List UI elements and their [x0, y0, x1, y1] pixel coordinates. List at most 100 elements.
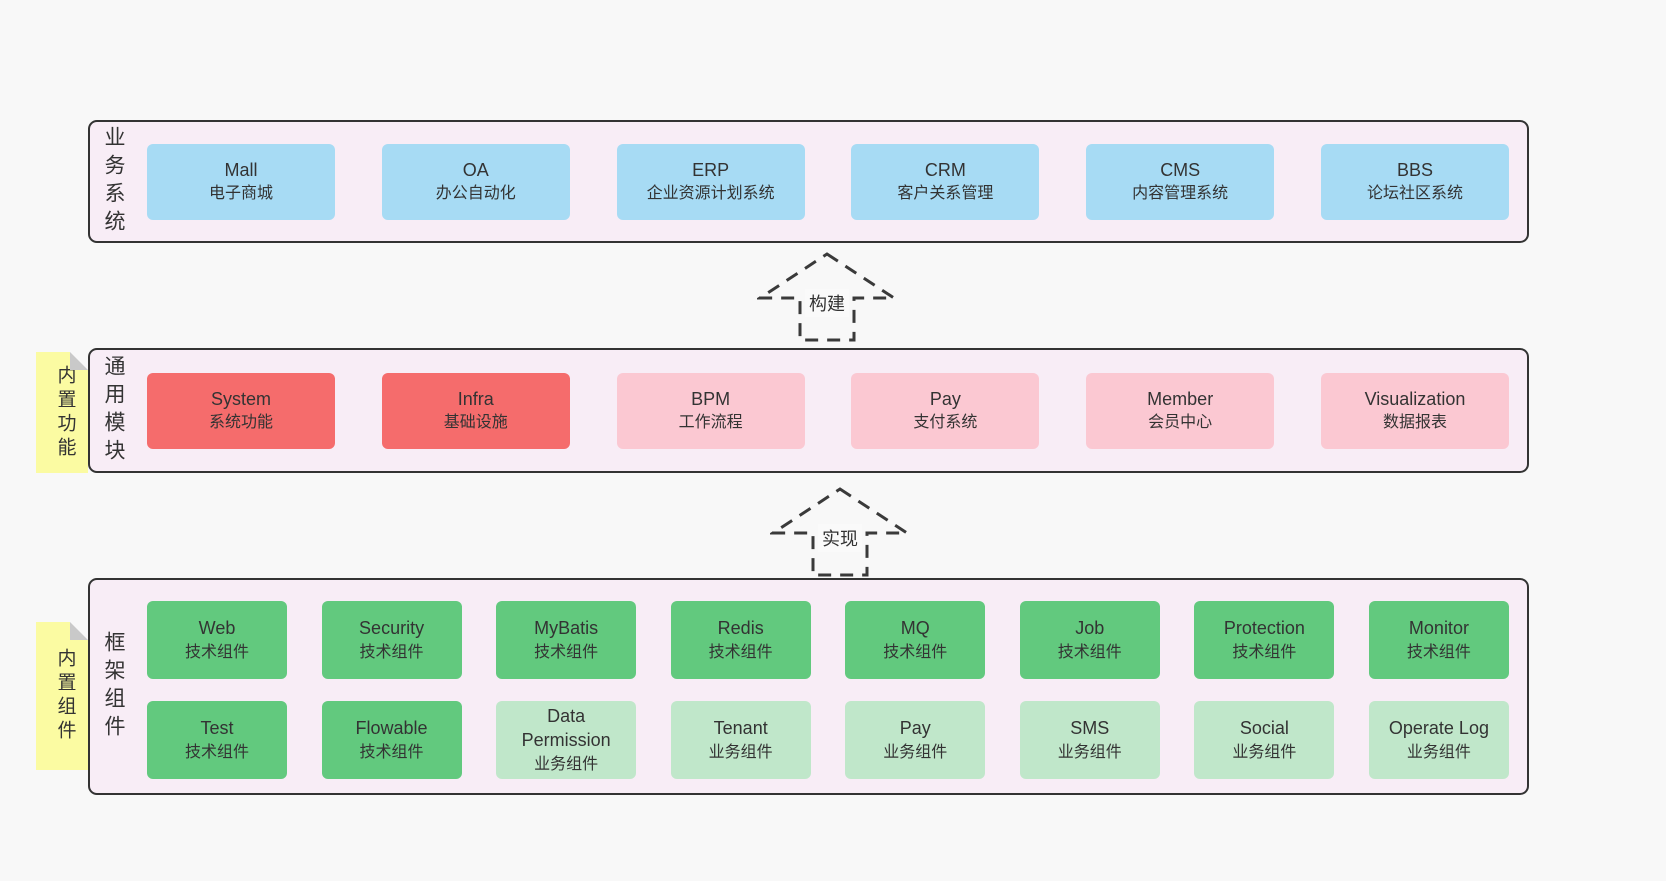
box-name: Mall	[224, 159, 258, 180]
box-web: Web 技术组件	[147, 601, 287, 679]
box-name: Job	[1075, 618, 1105, 639]
up-arrow-build: 构建	[757, 251, 897, 343]
box-desc: 技术组件	[184, 743, 249, 761]
box-name: Security	[359, 618, 425, 639]
box-bpm: BPM 工作流程	[616, 372, 805, 449]
box-name: MQ	[900, 618, 930, 639]
business-box-row: Mall 电子商城 OA 办公自动化 ERP 企业资源计划系统 CRM 客户关系…	[147, 122, 1509, 241]
box-system: System 系统功能	[147, 372, 335, 449]
layer-label: 框架组件	[102, 630, 125, 743]
box-mall: Mall 电子商城	[147, 143, 335, 220]
box-name: Redis	[717, 618, 764, 639]
box-desc: 技术组件	[359, 743, 424, 761]
box-desc: 业务组件	[708, 743, 773, 761]
box-desc: 系统功能	[208, 414, 273, 432]
framework-row-2: Test 技术组件 Flowable 技术组件 Data Permission …	[147, 701, 1509, 779]
box-pay-module: Pay 支付系统	[851, 372, 1040, 449]
box-name: Flowable	[355, 718, 428, 739]
layer-business-systems: 业务系统 Mall 电子商城 OA 办公自动化 ERP 企业资源计划系统 CRM…	[88, 120, 1529, 243]
box-name: Web	[198, 618, 236, 639]
box-desc: 内容管理系统	[1132, 185, 1229, 203]
box-bbs: BBS 论坛社区系统	[1320, 143, 1509, 220]
box-redis: Redis 技术组件	[670, 601, 811, 679]
box-desc: 业务组件	[1406, 743, 1471, 761]
sticky-tab-builtin-components: 内置组件	[36, 622, 88, 770]
arrow-label-implement: 实现	[818, 524, 862, 553]
box-monitor: Monitor 技术组件	[1368, 601, 1509, 679]
box-desc: 业务组件	[534, 755, 599, 773]
box-desc: 工作流程	[678, 414, 743, 432]
box-desc: 技术组件	[1406, 643, 1471, 661]
box-desc: 技术组件	[359, 643, 424, 661]
box-desc: 业务组件	[883, 743, 948, 761]
sticky-tab-label: 内置功能	[54, 364, 76, 461]
box-name: CRM	[924, 159, 966, 180]
box-operate-log: Operate Log 业务组件	[1368, 701, 1509, 779]
box-name: Operate Log	[1388, 718, 1489, 739]
framework-rows: Web 技术组件 Security 技术组件 MyBatis 技术组件 Redi…	[147, 601, 1509, 779]
box-name: Infra	[457, 388, 494, 409]
box-desc: 数据报表	[1382, 414, 1447, 432]
up-arrow-icon	[757, 252, 897, 342]
box-oa: OA 办公自动化	[381, 143, 570, 220]
box-name: Pay	[899, 718, 931, 739]
box-desc: 支付系统	[913, 414, 978, 432]
box-protection: Protection 技术组件	[1194, 601, 1335, 679]
box-flowable: Flowable 技术组件	[321, 701, 462, 779]
box-mybatis: MyBatis 技术组件	[496, 601, 637, 679]
layer-label: 业务系统	[102, 125, 125, 238]
box-name: Data Permission	[521, 706, 611, 751]
modules-box-row: System 系统功能 Infra 基础设施 BPM 工作流程 Pay 支付系统…	[147, 350, 1509, 471]
box-erp: ERP 企业资源计划系统	[616, 143, 805, 220]
layer-common-modules: 通用模块 System 系统功能 Infra 基础设施 BPM 工作流程 Pay…	[88, 348, 1529, 473]
up-arrow-icon	[770, 487, 910, 577]
sticky-tab-label: 内置组件	[54, 648, 76, 744]
box-infra: Infra 基础设施	[381, 372, 570, 449]
box-name: Member	[1147, 388, 1214, 409]
box-desc: 业务组件	[1057, 743, 1122, 761]
box-name: ERP	[692, 159, 730, 180]
box-name: Social	[1239, 718, 1289, 739]
box-mq: MQ 技术组件	[845, 601, 986, 679]
box-social: Social 业务组件	[1194, 701, 1335, 779]
box-name: Monitor	[1408, 618, 1469, 639]
box-security: Security 技术组件	[321, 601, 462, 679]
box-name: Protection	[1223, 618, 1305, 639]
box-desc: 客户关系管理	[897, 185, 994, 203]
layer-label: 通用模块	[102, 354, 125, 467]
box-tenant: Tenant 业务组件	[670, 701, 811, 779]
box-desc: 基础设施	[443, 414, 508, 432]
box-name: BBS	[1396, 159, 1433, 180]
box-name: MyBatis	[534, 618, 599, 639]
box-desc: 技术组件	[184, 643, 249, 661]
box-name: SMS	[1070, 718, 1110, 739]
box-desc: 电子商城	[208, 185, 273, 203]
box-desc: 业务组件	[1232, 743, 1297, 761]
box-desc: 技术组件	[883, 643, 948, 661]
box-data-permission: Data Permission 业务组件	[496, 701, 637, 779]
box-name: Tenant	[713, 718, 768, 739]
box-job: Job 技术组件	[1019, 601, 1160, 679]
framework-row-1: Web 技术组件 Security 技术组件 MyBatis 技术组件 Redi…	[147, 601, 1509, 679]
box-name: BPM	[691, 388, 731, 409]
box-desc: 技术组件	[1232, 643, 1297, 661]
box-name: System	[210, 388, 271, 409]
box-cms: CMS 内容管理系统	[1086, 143, 1275, 220]
box-name: Test	[200, 718, 234, 739]
up-arrow-implement: 实现	[770, 486, 910, 578]
box-name: Pay	[929, 388, 961, 409]
box-visualization: Visualization 数据报表	[1320, 372, 1509, 449]
box-desc: 办公自动化	[435, 185, 516, 203]
box-member: Member 会员中心	[1086, 372, 1275, 449]
arrow-label-build: 构建	[805, 289, 849, 318]
box-desc: 技术组件	[534, 643, 599, 661]
box-desc: 技术组件	[1057, 643, 1122, 661]
box-desc: 论坛社区系统	[1366, 185, 1463, 203]
box-name: CMS	[1160, 159, 1201, 180]
box-name: OA	[462, 159, 489, 180]
box-pay-component: Pay 业务组件	[845, 701, 986, 779]
box-desc: 企业资源计划系统	[646, 185, 775, 203]
box-name: Visualization	[1364, 388, 1466, 409]
box-desc: 技术组件	[708, 643, 773, 661]
